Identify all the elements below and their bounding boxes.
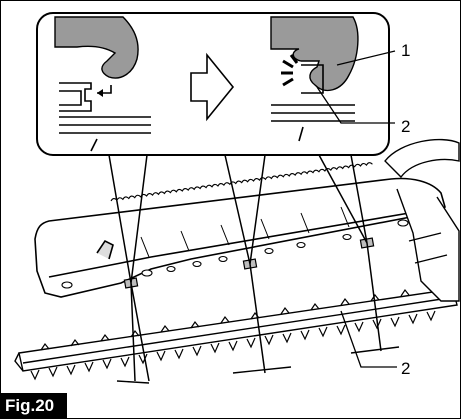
trimmer-handle — [384, 138, 460, 302]
click-spark-icon — [281, 54, 299, 87]
callout-1: 1 — [401, 41, 411, 60]
arrow-right-icon — [190, 52, 235, 122]
callout-2-bottom: 2 — [401, 359, 411, 378]
figure-label: Fig.20 — [1, 393, 67, 418]
hand-icon — [54, 16, 139, 79]
cutter-blade — [14, 288, 458, 381]
step-before — [54, 16, 151, 152]
chip-receiver — [34, 162, 446, 298]
callout-2-top: 2 — [401, 117, 411, 136]
step-after — [270, 16, 396, 142]
